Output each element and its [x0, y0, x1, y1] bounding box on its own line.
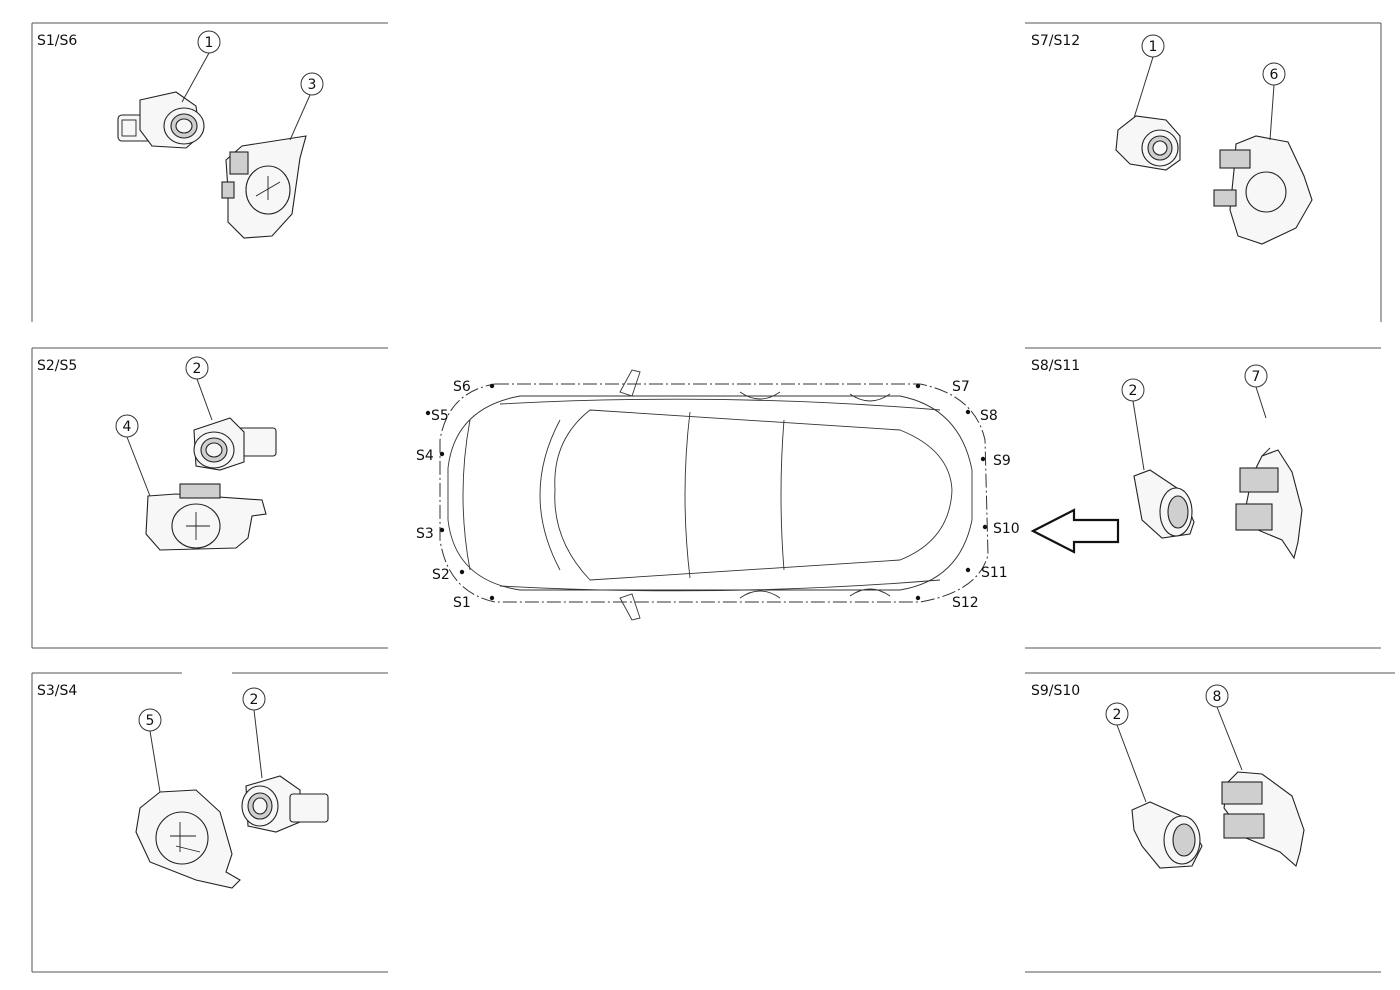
svg-text:2: 2	[193, 361, 202, 377]
sensor-label-s8: S8	[980, 408, 998, 424]
svg-text:5: 5	[146, 713, 155, 729]
sensor-label-s4: S4	[416, 448, 434, 464]
panel-label-s3s4: S3/S4	[37, 683, 77, 699]
panel-frame-s8s11	[1025, 347, 1381, 649]
callout-8: 8	[1205, 684, 1243, 771]
callout-2: 2	[1121, 378, 1145, 471]
callout-2: 2	[185, 356, 213, 421]
panel-frame-s2s5	[31, 347, 388, 649]
svg-text:6: 6	[1270, 67, 1279, 83]
sensor-bracket-part	[1235, 447, 1303, 560]
svg-text:1: 1	[205, 35, 214, 51]
sensor-label-s9: S9	[993, 453, 1011, 469]
sensor-label-s10: S10	[993, 521, 1020, 537]
parking-sensor-part	[1133, 469, 1195, 539]
callout-4: 4	[115, 414, 151, 497]
sensor-label-s11: S11	[981, 565, 1008, 581]
sensor-bracket-part	[145, 483, 267, 551]
callout-2: 2	[242, 687, 266, 779]
panel-label-s1s6: S1/S6	[37, 33, 77, 49]
svg-text:7: 7	[1252, 369, 1261, 385]
parking-sensor-part	[241, 775, 329, 833]
panel-frame-s3s4	[31, 672, 388, 973]
svg-text:8: 8	[1213, 689, 1222, 705]
callout-7: 7	[1244, 364, 1268, 419]
svg-text:2: 2	[1113, 707, 1122, 723]
sensor-bracket-part	[221, 135, 307, 239]
sensor-dot-s5	[425, 410, 431, 416]
sensor-dot-s8	[965, 409, 971, 415]
sensor-label-s7: S7	[952, 379, 970, 395]
sensor-dot-s6	[489, 383, 495, 389]
callout-1: 1	[1133, 34, 1165, 119]
sensor-dot-s1	[489, 595, 495, 601]
callout-1: 1	[181, 30, 221, 103]
parking-sensor-part	[193, 417, 277, 471]
callout-5: 5	[138, 708, 162, 793]
sensor-bracket-part	[1221, 771, 1305, 867]
panel-frame-s1s6	[31, 22, 388, 322]
callout-2: 2	[1105, 702, 1147, 803]
sensor-label-s5: S5	[431, 408, 449, 424]
svg-text:2: 2	[1129, 383, 1138, 399]
car-top-view	[439, 369, 989, 621]
sensor-label-s1: S1	[453, 595, 471, 611]
sensor-dot-s7	[915, 383, 921, 389]
callout-3: 3	[289, 72, 324, 141]
sensor-dot-s9	[980, 456, 986, 462]
panel-label-s7s12: S7/S12	[1031, 33, 1080, 49]
parking-sensor-part	[1115, 115, 1181, 171]
sensor-bracket-part	[1213, 135, 1313, 245]
svg-text:2: 2	[250, 692, 259, 708]
panel-frame-s7s12	[1025, 22, 1382, 322]
sensor-label-s3: S3	[416, 526, 434, 542]
panel-label-s8s11: S8/S11	[1031, 358, 1080, 374]
sensor-label-s2: S2	[432, 567, 450, 583]
parking-sensor-part	[1131, 801, 1203, 869]
sensor-dot-s4	[439, 451, 445, 457]
sensor-label-s6: S6	[453, 379, 471, 395]
sensor-bracket-part	[135, 789, 241, 889]
svg-text:3: 3	[308, 77, 317, 93]
panel-frame-s9s10	[1025, 672, 1395, 973]
sensor-label-s12: S12	[952, 595, 979, 611]
svg-text:1: 1	[1149, 39, 1158, 55]
sensor-dot-s2	[459, 569, 465, 575]
sensor-dot-s12	[915, 595, 921, 601]
panel-label-s2s5: S2/S5	[37, 358, 77, 374]
sensor-markers	[425, 383, 988, 601]
sensor-dot-s11	[965, 567, 971, 573]
arrow-left-icon	[1030, 508, 1120, 554]
callout-6: 6	[1262, 62, 1286, 141]
sensor-dot-s3	[439, 527, 445, 533]
parking-sensor-part	[117, 91, 205, 149]
svg-text:4: 4	[123, 419, 132, 435]
sensor-dot-s10	[982, 524, 988, 530]
panel-label-s9s10: S9/S10	[1031, 683, 1080, 699]
